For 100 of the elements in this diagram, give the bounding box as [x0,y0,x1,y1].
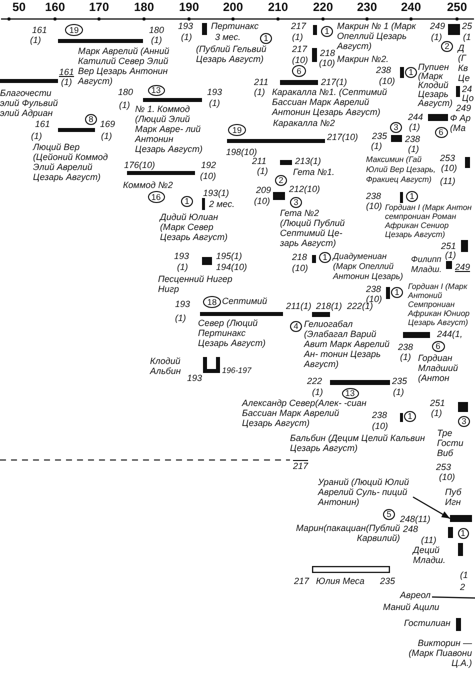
year-label: 217 [291,21,306,31]
date-note: 2 мес. [209,199,235,209]
date-note: (1 [460,570,468,580]
date-note: (1) [177,262,188,272]
date-note: (1) [209,98,220,108]
circled-number: 3 [290,196,302,208]
axis-tick-label: 250 [446,1,468,14]
circled-number: 16 [148,191,164,203]
year-label: 161 [35,119,50,129]
date-note: (11) [440,176,456,186]
circled-number: 1 [406,190,418,202]
circled-number: 19 [228,124,246,136]
date-note: (1) [431,408,442,418]
date-note: (1) [445,250,456,260]
emperor-name: Бальбин (Децим Целий Кальвин Цезарь Август) [290,433,426,453]
year-label: 195(1) [216,251,242,261]
date-note: (10) [254,196,270,206]
emperor-name: Гордиан Младший (Антон [418,353,460,383]
date-note: (1) [393,387,404,397]
circled-number: 1 [391,286,403,298]
circled-number: 19 [65,24,83,36]
circled-number: 18 [203,296,221,308]
date-note: (1) [254,87,265,97]
year-label: 222 [307,376,322,386]
year-label: 25 [462,21,472,31]
emperor-name: Пертинакс [211,21,259,31]
circled-number: 1 [319,252,331,262]
circled-number: 13 [342,388,358,398]
year-label: 193(1) [203,188,230,198]
year-label: 253 [436,462,452,472]
year-label: 217 [292,44,308,54]
emperor-name: Александр Север(Алек- -сиан Бассиан Марк Аврелий Цезарь Август) [242,398,367,428]
date-note: (1) [151,35,162,45]
circled-number: 1 [181,196,193,206]
year-label: 235 [392,376,408,386]
circled-number: 3 [458,416,470,426]
emperor-name: Ф Ар (Ма [450,113,472,133]
date-note: (1) [408,144,419,154]
year-label: 217(1) [321,77,348,87]
emperor-name: Д (Г Кв Це [458,43,471,83]
year-label: 180 [118,87,134,97]
axis-tick-label: 200 [222,1,244,14]
year-label: 211 [252,156,266,166]
date-note: (10) [379,76,396,86]
year-label: 238 [366,191,382,201]
year-label: 193 [175,299,190,309]
axis-tick-label: 160 [44,1,66,14]
date-note: (1) [409,122,420,132]
axis-tick-label: 210 [268,1,288,14]
emperor-name: Максимин (Гай Юлий Вер Цезарь, Фракиец Август) [366,155,437,185]
emperor-name: Макрин № 1 (Марк Опеллий Цезарь Август) [337,21,417,51]
emperor-name: Песценний Нигер Нигр [158,274,234,294]
emperor-name: Гета №2 (Люций Публий Септимий Це- зарь Август) [280,208,346,248]
axis-tick-label: 240 [400,1,422,14]
emperor-name: Деций Младш. [413,545,445,565]
year-label: 211(1) [286,301,312,311]
year-label: 238 [366,284,382,294]
year-label: 24 [462,84,472,94]
circled-number: 1 [404,410,416,422]
year-label: 180 [149,25,164,35]
circled-number: 1 [405,66,417,78]
year-label: 238 [372,410,388,420]
circled-number: 2 [275,174,287,186]
year-label: 253 [440,153,456,163]
year-label: 248(11) [400,514,430,524]
year-label: 249 [455,262,470,272]
date-note: 3 мес. [215,32,241,42]
year-label: 238 [398,342,414,352]
year-label: 235 [372,131,388,141]
date-note: (1) [61,77,72,87]
circled-number: 6 [292,65,306,77]
circled-number: 6 [434,126,448,138]
date-note: (10) [372,421,388,431]
year-label: 192 [201,160,216,170]
date-note: (1) [431,32,442,42]
date-note: (10) [292,55,308,65]
circled-number: 1 [321,26,333,36]
date-note: (10) [366,294,382,304]
date-note: (1) [30,35,41,45]
circled-number: 6 [432,340,444,352]
reign-bar [450,515,472,522]
year-label: 161 [32,25,48,35]
emperor-name: № 1. Коммод (Люций Элий Марк Авре- лий Антонин Цезарь Август) [135,104,204,154]
emperor-name: Коммод №2 [123,180,173,190]
year-label: 218 [320,48,336,58]
date-note: (10) [292,263,308,273]
emperor-name: Люций Вер (Цейоний Коммод Элий Аврелий Цезарь Август) [33,142,109,182]
emperor-name: Гостилиан [404,618,450,628]
circled-number: 2 [441,40,453,52]
date-note: (1 [463,32,472,42]
emperor-name: Пуб Игн [445,487,462,507]
year-label: 2 [460,582,466,592]
emperor-name: Ураний (Люций Юлий Аврелий Суль- пиций Антонин) [318,477,413,507]
circled-number: 4 [290,320,302,332]
year-label: 235 [380,576,396,586]
date-note: (1) [119,100,130,110]
year-label: 249 [456,103,472,113]
year-label: 193 [174,251,190,261]
arrow [412,496,450,520]
emperor-name: Дидий Юлиан (Марк Север Цезарь Август) [160,212,229,242]
